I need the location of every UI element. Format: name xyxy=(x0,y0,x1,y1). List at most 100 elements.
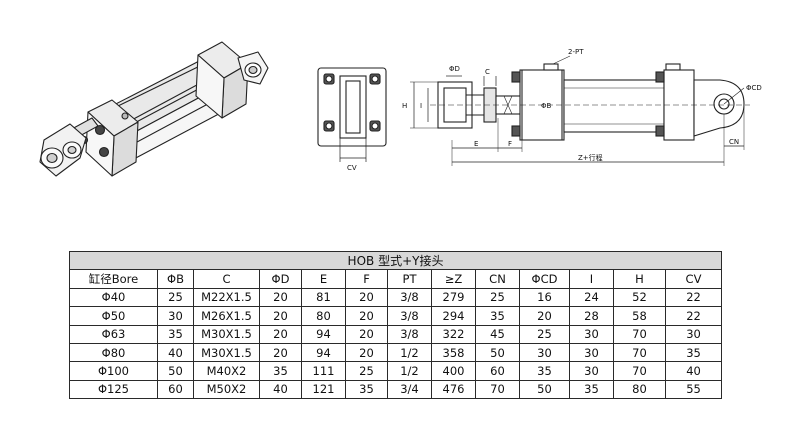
dim-label-cv: CV xyxy=(347,164,357,172)
table-cell: 94 xyxy=(301,342,346,363)
cylinder-isometric-illustration xyxy=(39,41,269,177)
col-header: I xyxy=(569,269,614,289)
table-cell: 20 xyxy=(345,342,388,363)
table-cell: Φ125 xyxy=(69,379,158,400)
table-cell: M26X1.5 xyxy=(193,306,260,326)
table-title-row: HOB 型式+Y接头 xyxy=(68,250,723,271)
table-cell: 22 xyxy=(664,306,723,326)
table-cell: 121 xyxy=(301,379,346,400)
side-view-drawing xyxy=(410,55,750,166)
table-cell: 1/2 xyxy=(387,342,432,363)
table-cell: 20 xyxy=(345,287,388,308)
table-cell: 30 xyxy=(519,342,570,363)
table-cell: 20 xyxy=(259,324,302,344)
table-cell: 40 xyxy=(664,361,723,381)
table-cell: 58 xyxy=(613,306,666,326)
table-cell: Φ50 xyxy=(69,306,158,326)
dim-label-phi-cd: ΦCD xyxy=(746,84,762,92)
col-header: F xyxy=(345,269,388,289)
table-cell: 1/2 xyxy=(387,361,432,381)
table-cell: 30 xyxy=(569,324,614,344)
table-cell: 35 xyxy=(157,324,194,344)
table-cell: 81 xyxy=(301,287,346,308)
table-cell: 35 xyxy=(345,379,388,400)
col-header: ≥Z xyxy=(431,269,476,289)
table-cell: 20 xyxy=(345,324,388,344)
table-cell: 294 xyxy=(431,306,476,326)
table-cell: 30 xyxy=(569,361,614,381)
table-cell: 35 xyxy=(569,379,614,400)
table-cell: 25 xyxy=(475,287,520,308)
table-cell: 60 xyxy=(157,379,194,400)
dim-label-cn: CN xyxy=(729,138,739,146)
table-cell: 80 xyxy=(613,379,666,400)
table-cell: 25 xyxy=(519,324,570,344)
table-cell: 55 xyxy=(664,379,723,400)
table-cell: 35 xyxy=(519,361,570,381)
table-cell: 80 xyxy=(301,306,346,326)
table-cell: 25 xyxy=(345,361,388,381)
table-cell: 70 xyxy=(475,379,520,400)
table-cell: 3/8 xyxy=(387,324,432,344)
table-cell: 20 xyxy=(259,306,302,326)
col-header: E xyxy=(301,269,346,289)
table-cell: M30X1.5 xyxy=(193,324,260,344)
table-cell: 3/4 xyxy=(387,379,432,400)
table-cell: 400 xyxy=(431,361,476,381)
col-header: CN xyxy=(475,269,520,289)
col-header: CV xyxy=(664,269,723,289)
table-cell: 3/8 xyxy=(387,306,432,326)
technical-drawing: CV xyxy=(39,41,762,177)
dim-label-c: C xyxy=(485,68,490,76)
table-cell: M50X2 xyxy=(193,379,260,400)
col-header: PT xyxy=(387,269,432,289)
dim-label-2-pt: 2-PT xyxy=(568,48,584,56)
col-header: 缸径Bore xyxy=(69,269,158,289)
table-cell: 35 xyxy=(664,342,723,363)
table-cell: 20 xyxy=(259,287,302,308)
table-cell: Φ63 xyxy=(69,324,158,344)
table-cell: 70 xyxy=(613,361,666,381)
table-cell: 28 xyxy=(569,306,614,326)
table-cell: 322 xyxy=(431,324,476,344)
table-cell: 16 xyxy=(519,287,570,308)
table-cell: 70 xyxy=(613,342,666,363)
dim-label-z-stroke: Z+行程 xyxy=(578,153,603,162)
table-cell: 476 xyxy=(431,379,476,400)
table-cell: 50 xyxy=(519,379,570,400)
table-cell: 40 xyxy=(157,342,194,363)
col-header: C xyxy=(193,269,260,289)
table-cell: 40 xyxy=(259,379,302,400)
table-cell: 20 xyxy=(345,306,388,326)
spec-table: HOB 型式+Y接头 缸径Bore ΦB C ΦD E F PT ≥Z CN Φ… xyxy=(68,250,723,400)
table-cell: M40X2 xyxy=(193,361,260,381)
table-cell: 20 xyxy=(259,342,302,363)
dim-label-i: I xyxy=(420,102,422,110)
table-cell: 52 xyxy=(613,287,666,308)
table-cell: 279 xyxy=(431,287,476,308)
table-cell: 60 xyxy=(475,361,520,381)
dim-label-e: E xyxy=(474,140,478,148)
table-cell: M22X1.5 xyxy=(193,287,260,308)
table-cell: 35 xyxy=(259,361,302,381)
table-cell: 24 xyxy=(569,287,614,308)
table-cell: 45 xyxy=(475,324,520,344)
table-cell: 35 xyxy=(475,306,520,326)
dim-label-phi-d: ΦD xyxy=(449,65,460,73)
table-cell: 25 xyxy=(157,287,194,308)
dim-label-phi-b: ΦB xyxy=(541,102,552,110)
table-cell: 30 xyxy=(157,306,194,326)
col-header: H xyxy=(613,269,666,289)
table-cell: Φ40 xyxy=(69,287,158,308)
table-cell: 94 xyxy=(301,324,346,344)
table-cell: 358 xyxy=(431,342,476,363)
table-cell: 111 xyxy=(301,361,346,381)
table-title: HOB 型式+Y接头 xyxy=(68,250,723,271)
end-view-drawing xyxy=(317,67,387,162)
table-cell: Φ80 xyxy=(69,342,158,363)
